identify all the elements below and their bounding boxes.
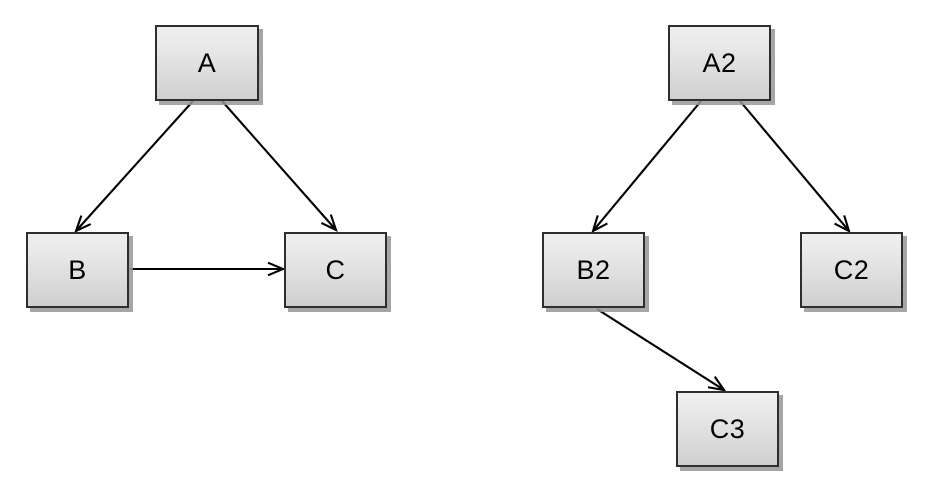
node-label-b2: B2 <box>576 254 611 285</box>
arrowhead-icon <box>834 215 851 234</box>
arrowhead-icon <box>267 261 286 277</box>
edge-line <box>221 100 336 230</box>
arrowhead-icon <box>591 215 608 234</box>
node-c2[interactable]: C2 <box>800 232 903 308</box>
edge-line <box>739 100 849 231</box>
edge-a2-to-b2 <box>591 100 702 234</box>
edge-line <box>593 100 702 231</box>
node-label-b: B <box>68 254 87 285</box>
arrowhead-icon <box>320 214 338 233</box>
node-label-c2: C2 <box>833 254 870 285</box>
node-label-c: C <box>325 254 346 285</box>
node-b[interactable]: B <box>26 232 129 308</box>
node-c[interactable]: C <box>284 232 387 308</box>
node-label-c3: C3 <box>709 413 746 444</box>
arrowhead-icon <box>74 215 92 234</box>
node-a[interactable]: A <box>155 25 259 101</box>
edge-line <box>76 100 194 231</box>
edge-b2-to-c3 <box>596 308 727 392</box>
edge-a-to-b <box>74 100 194 234</box>
node-a2[interactable]: A2 <box>668 25 771 101</box>
node-label-a2: A2 <box>702 47 737 78</box>
node-label-a: A <box>197 47 217 78</box>
edge-line <box>596 308 724 391</box>
edge-a-to-c <box>221 100 338 233</box>
edge-a2-to-c2 <box>739 100 851 234</box>
arrowhead-icon <box>707 376 727 392</box>
edges-group <box>74 100 851 392</box>
node-c3[interactable]: C3 <box>676 391 779 467</box>
node-b2[interactable]: B2 <box>542 232 645 308</box>
edge-b-to-c <box>130 261 286 277</box>
